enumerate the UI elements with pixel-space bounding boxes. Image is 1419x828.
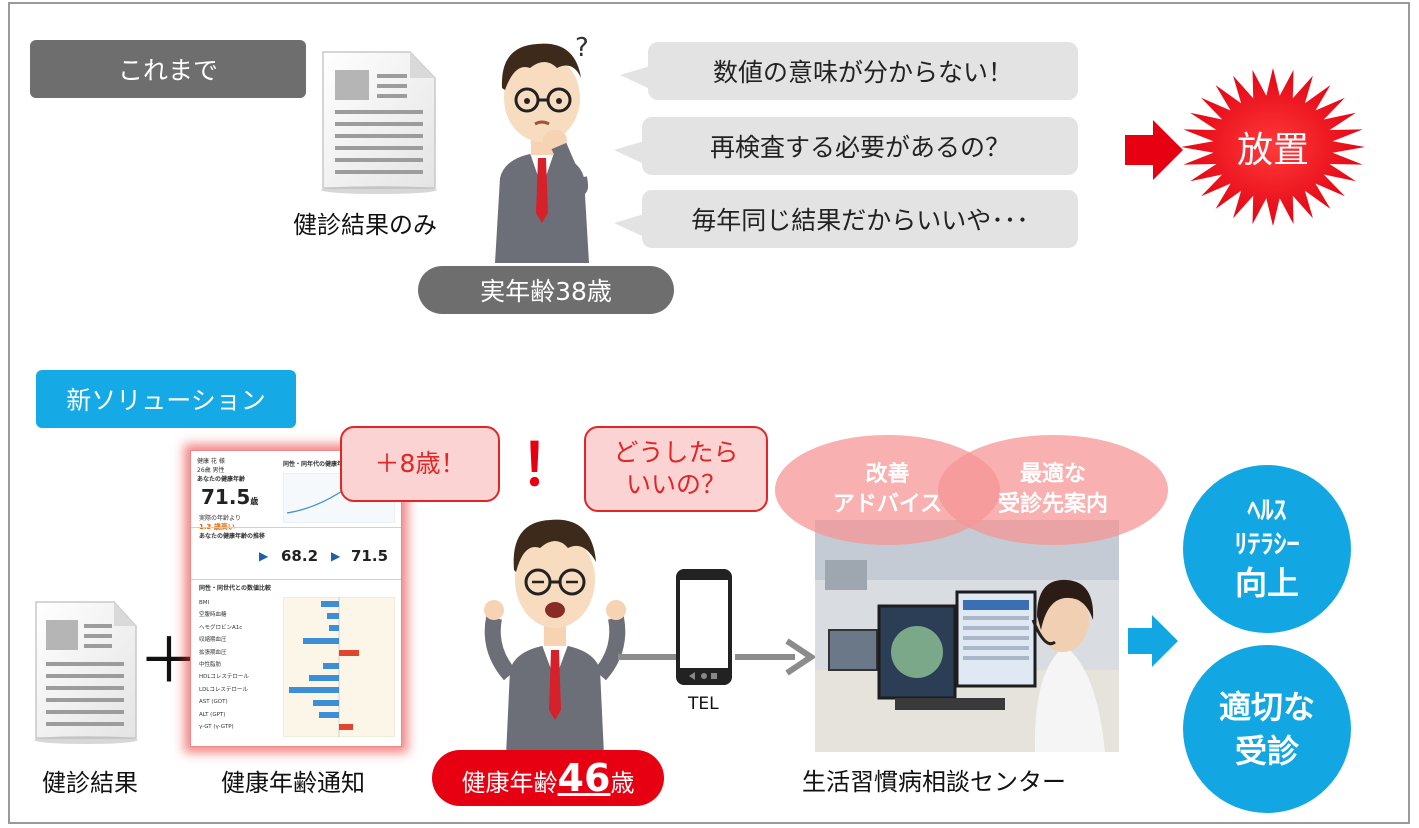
shocked-man-illustration [484,519,626,755]
proper-consultation-line1: 適切な [1218,688,1315,726]
notice-row: HDLコレステロール [199,674,249,681]
confused-man-illustration: ? [495,33,589,263]
arrow-to-center-icon [735,638,815,676]
bubble-recheck: 再検査する必要があるの？ [614,117,1078,175]
notice-age-value: 71.5歳 [201,485,258,509]
improvement-advice-line1: 改善 [865,462,910,487]
svg-text:?: ? [575,33,589,63]
best-clinic-guide-line1: 最適な [1019,462,1086,487]
notice-caption: 健康年齢通知 [221,769,365,797]
before-doc-caption: 健診結果のみ [293,211,437,239]
health-checkup-document-icon-2 [34,601,138,744]
blue-arrow-icon [1128,615,1178,667]
bubble-every-year-text: 毎年同じ結果だからいいや･･･ [691,206,1029,235]
what-should-i-do-line2: いいの？ [625,470,726,499]
notice-compare-title: 同性・同世代との数値比較 [199,585,271,592]
plus-8-years-bubble: ＋8歳！ [340,426,500,502]
health-age-notice-sheet: 健康 花 様 26歳 男性 あなたの健康年齢 71.5歳 実際の年齢より 1.3… [190,450,402,747]
notice-dist-title: 同性・同年代の健康年齢分布 [283,461,362,468]
notice-row: 拡張期血圧 [199,649,227,656]
health-literacy-line2: ﾘﾃﾗｼｰ [1234,530,1300,560]
health-age-prefix: 健康年齢 [461,769,558,797]
health-age-suffix: 歳 [610,769,635,797]
exclamation-mark: ！ [520,431,579,499]
notice-row: ヘモグロビンA1c [199,624,243,631]
notice-row: 収縮期血圧 [199,637,227,644]
before-label: これまで [30,40,306,98]
actual-age-pill: 実年齢38歳 [418,266,674,314]
notice-compare-rows: BMI 空腹時血糖 ヘモグロビンA1c 収縮期血圧 拡張期血圧 中性脂肪 HDL… [199,597,279,733]
neglect-label: 放置 [1236,130,1309,171]
phone-caption: TEL [688,694,719,714]
health-literacy-line1: ﾍﾙｽ [1247,496,1287,526]
notice-row: γ-GT (γ-GTP) [199,724,234,731]
what-should-i-do-bubble: どうしたら いいの？ [584,426,768,512]
new-solution-label: 新ソリューション [36,370,296,428]
notice-diff-label: 実際の年齢より [199,515,241,522]
bubble-meaning: 数値の意味が分からない！ [620,42,1078,100]
notice-headline: あなたの健康年齢 [197,476,246,483]
bubble-meaning-text: 数値の意味が分からない！ [712,58,1013,87]
notice-row: ALT (GPT) [199,711,226,718]
lifestyle-center-caption: 生活習慣病相談センター [802,768,1066,796]
call-center-photo [815,520,1119,752]
notice-row: 空腹時血糖 [199,612,227,619]
notice-row: AST (GOT) [199,699,228,706]
notice-trend-now: 71.5 [351,547,389,565]
connector-line-left [618,654,678,660]
notice-stats: 26歳 男性 [197,467,225,474]
bubble-recheck-text: 再検査する必要があるの？ [709,133,1010,162]
best-clinic-guide-cloud: 最適な 受診先案内 [938,435,1168,545]
what-should-i-do-line1: どうしたら [613,438,739,467]
smartphone-icon [676,569,732,685]
notice-trend-prev: 68.2 [281,547,319,565]
after-doc-caption: 健診結果 [42,769,138,797]
health-literacy-line3: 向上 [1234,564,1299,602]
notice-name: 健康 花 様 [197,458,225,465]
notice-age-number: 71.5 [201,485,251,509]
health-checkup-document-icon [321,51,437,194]
notice-trend-title: あなたの健康年齢の推移 [199,533,266,540]
health-age-value: 46 [557,756,611,800]
improvement-advice-line2: アドバイス [832,492,943,517]
bubble-every-year: 毎年同じ結果だからいいや･･･ [614,190,1078,248]
notice-row: BMI [199,600,210,606]
notice-row: LDLコレステロール [199,686,248,693]
notice-age-unit: 歳 [250,497,259,506]
red-arrow-icon [1125,120,1183,180]
notice-compare-bars [283,597,395,737]
plus-sign: ＋ [138,624,201,697]
starburst-neglect [1181,67,1365,227]
health-literacy-circle: ﾍﾙｽ ﾘﾃﾗｼｰ 向上 [1183,465,1351,633]
proper-consultation-circle: 適切な 受診 [1183,645,1351,813]
best-clinic-guide-line2: 受診先案内 [997,492,1108,517]
proper-consultation-line2: 受診 [1234,732,1299,770]
notice-row: 中性脂肪 [199,662,222,669]
